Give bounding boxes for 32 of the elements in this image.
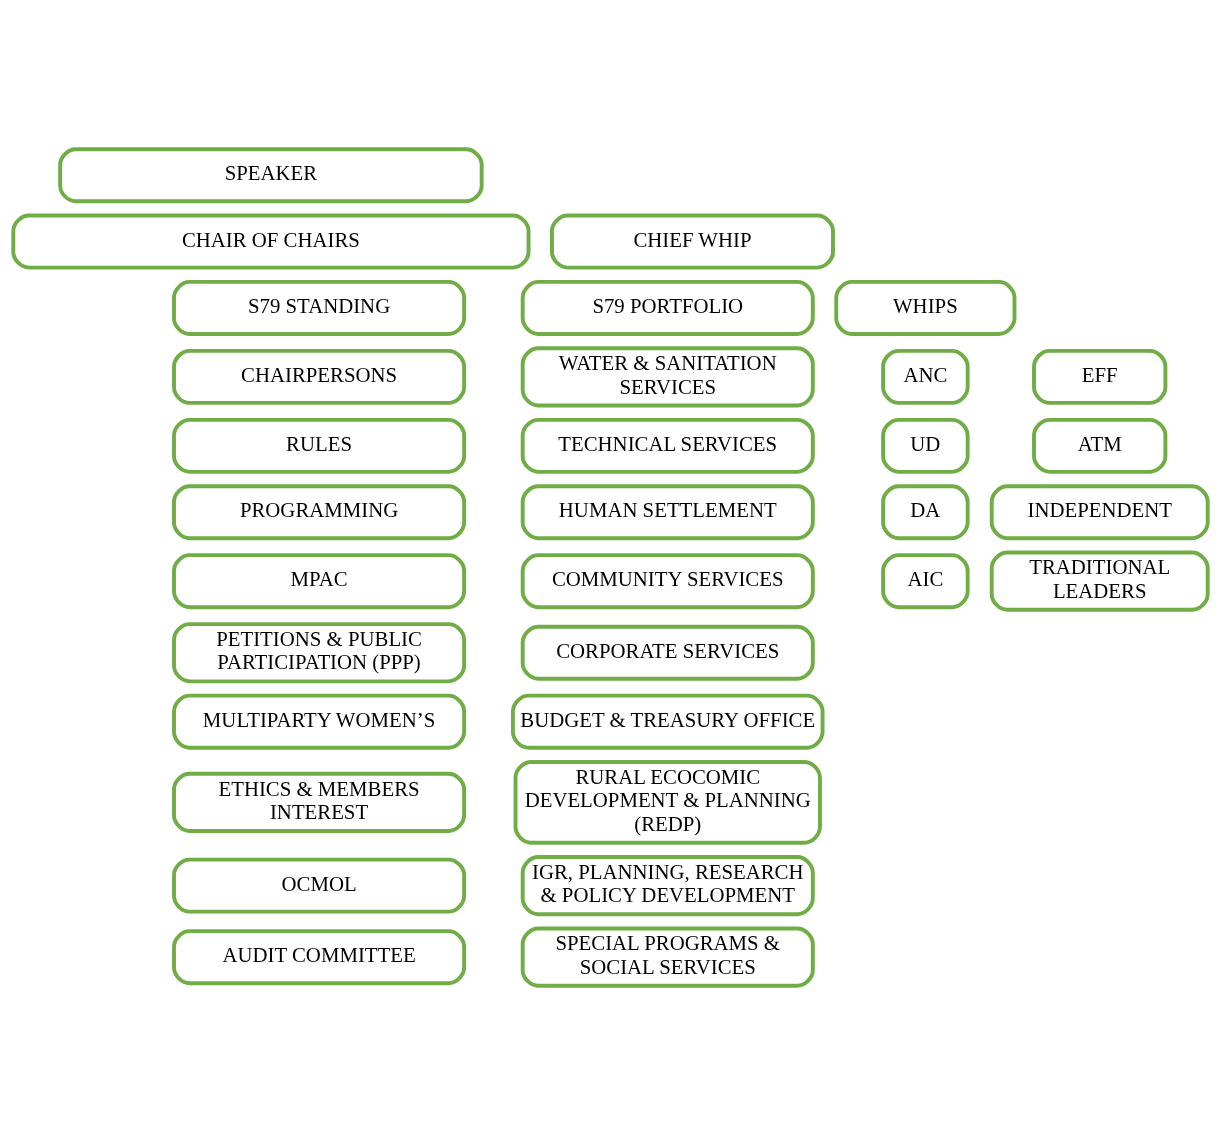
node-box: PROGRAMMING bbox=[172, 483, 467, 540]
node-box: CHAIRPERSONS bbox=[172, 348, 467, 405]
node-box: TRADITIONAL LEADERS bbox=[989, 550, 1210, 612]
node-box: S79 STANDING bbox=[172, 279, 467, 336]
node-box: BUDGET & TREASURY OFFICE bbox=[510, 693, 825, 750]
node-box: RULES bbox=[172, 417, 467, 474]
node-box: MPAC bbox=[172, 552, 467, 609]
node-box: SPECIAL PROGRAMS & SOCIAL SERVICES bbox=[520, 926, 815, 988]
node-box: RURAL ECOCOMIC DEVELOPMENT & PLANNING (REDP) bbox=[513, 759, 822, 845]
node-box: ANC bbox=[881, 348, 970, 405]
node-box: OCMOL bbox=[172, 857, 467, 914]
node-box: S79 PORTFOLIO bbox=[520, 279, 815, 336]
node-box: WATER & SANITATION SERVICES bbox=[520, 345, 815, 407]
node-box: DA bbox=[881, 483, 970, 540]
node-box: TECHNICAL SERVICES bbox=[520, 417, 815, 474]
node-box: CORPORATE SERVICES bbox=[520, 624, 815, 681]
node-box: INDEPENDENT bbox=[989, 483, 1210, 540]
node-box: HUMAN SETTLEMENT bbox=[520, 483, 815, 540]
node-box: IGR, PLANNING, RESEARCH & POLICY DEVELOPMENT bbox=[520, 854, 815, 916]
node-box: EFF bbox=[1032, 348, 1168, 405]
node-box: CHAIR OF CHAIRS bbox=[11, 213, 531, 270]
node-box: COMMUNITY SERVICES bbox=[520, 552, 815, 609]
node-box: SPEAKER bbox=[58, 146, 484, 203]
node-box: WHIPS bbox=[834, 279, 1017, 336]
node-box: ETHICS & MEMBERS INTEREST bbox=[172, 771, 467, 833]
node-box: PETITIONS & PUBLIC PARTICIPATION (PPP) bbox=[172, 621, 467, 683]
node-box: MULTIPARTY WOMEN’S bbox=[172, 693, 467, 750]
node-box: ATM bbox=[1032, 417, 1168, 474]
node-box: AIC bbox=[881, 552, 970, 609]
node-box: UD bbox=[881, 417, 970, 474]
node-box: AUDIT COMMITTEE bbox=[172, 928, 467, 985]
node-box: CHIEF WHIP bbox=[550, 213, 835, 270]
